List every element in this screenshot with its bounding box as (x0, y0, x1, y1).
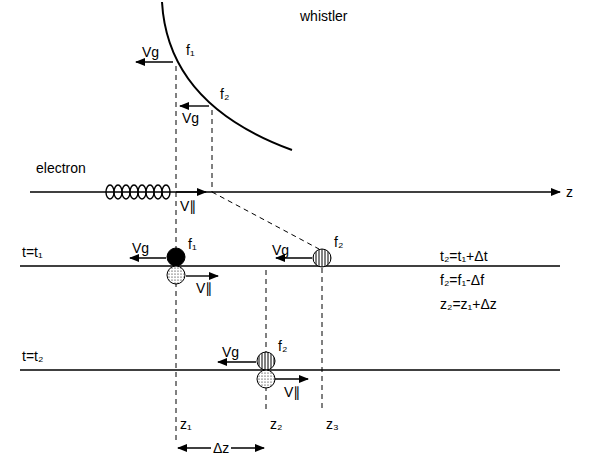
velocity-label: V∥ (196, 280, 212, 296)
velocity-label: Vg (272, 242, 289, 258)
velocity-label: V∥ (284, 384, 300, 400)
position-label: z₃ (326, 416, 339, 432)
frequency-label: f₂ (278, 338, 287, 354)
frequency-label: f₁ (188, 236, 197, 252)
velocity-label: Vg (132, 240, 149, 256)
velocity-label: Vg (142, 44, 159, 60)
equation-label: z₂=z₁+Δz (440, 296, 497, 312)
equation-label: t₂=t₁+Δt (440, 248, 488, 264)
velocity-label: Vg (182, 110, 199, 126)
velocity-label: Vg (222, 344, 239, 360)
frequency-label: f₁ (186, 42, 195, 58)
particle-label: electron (36, 160, 86, 176)
velocity-label: V∥ (180, 198, 196, 214)
equation-label: f₂=f₁-Δf (440, 272, 484, 288)
position-label: z₁ (180, 416, 192, 432)
frequency-label: f₂ (334, 234, 343, 250)
wave-label: whistler (300, 8, 347, 24)
axis-label: z (566, 184, 573, 200)
position-label: z₂ (270, 416, 282, 432)
frequency-label: f₂ (220, 86, 229, 102)
time-label: t=t₁ (22, 244, 43, 260)
distance-label: Δz (211, 440, 231, 456)
time-label: t=t₂ (22, 348, 43, 364)
